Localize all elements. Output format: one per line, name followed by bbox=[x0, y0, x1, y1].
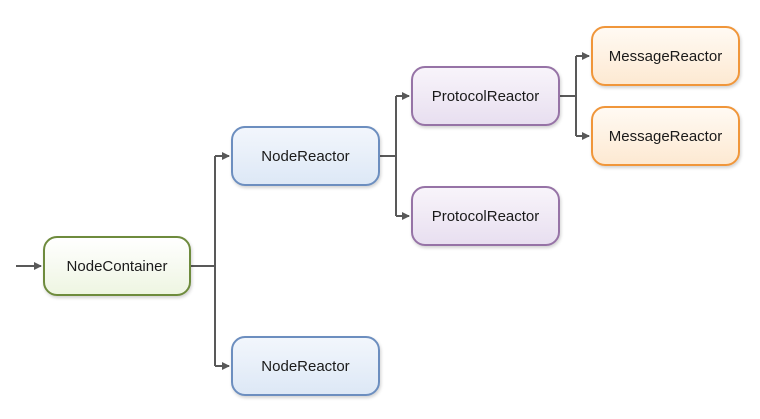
protocol-reactor-box-1[interactable]: ProtocolReactor bbox=[411, 66, 560, 126]
node-reactor-box-2[interactable]: NodeReactor bbox=[231, 336, 380, 396]
protocol-reactor-label-1: ProtocolReactor bbox=[431, 87, 540, 105]
connector-container-trunk bbox=[191, 156, 216, 366]
connector-protocol-reactor-trunk bbox=[560, 56, 577, 136]
connector-node-reactor-trunk bbox=[380, 96, 397, 216]
message-reactor-box-2[interactable]: MessageReactor bbox=[591, 106, 740, 166]
message-reactor-box-1[interactable]: MessageReactor bbox=[591, 26, 740, 86]
message-reactor-label-2: MessageReactor bbox=[608, 127, 723, 145]
protocol-reactor-box-2[interactable]: ProtocolReactor bbox=[411, 186, 560, 246]
message-reactor-label-1: MessageReactor bbox=[608, 47, 723, 65]
node-container-box[interactable]: NodeContainer bbox=[43, 236, 191, 296]
node-reactor-label-2: NodeReactor bbox=[261, 357, 350, 375]
protocol-reactor-label-2: ProtocolReactor bbox=[431, 207, 540, 225]
node-container-label: NodeContainer bbox=[66, 257, 168, 275]
node-reactor-label-1: NodeReactor bbox=[261, 147, 350, 165]
node-reactor-box-1[interactable]: NodeReactor bbox=[231, 126, 380, 186]
